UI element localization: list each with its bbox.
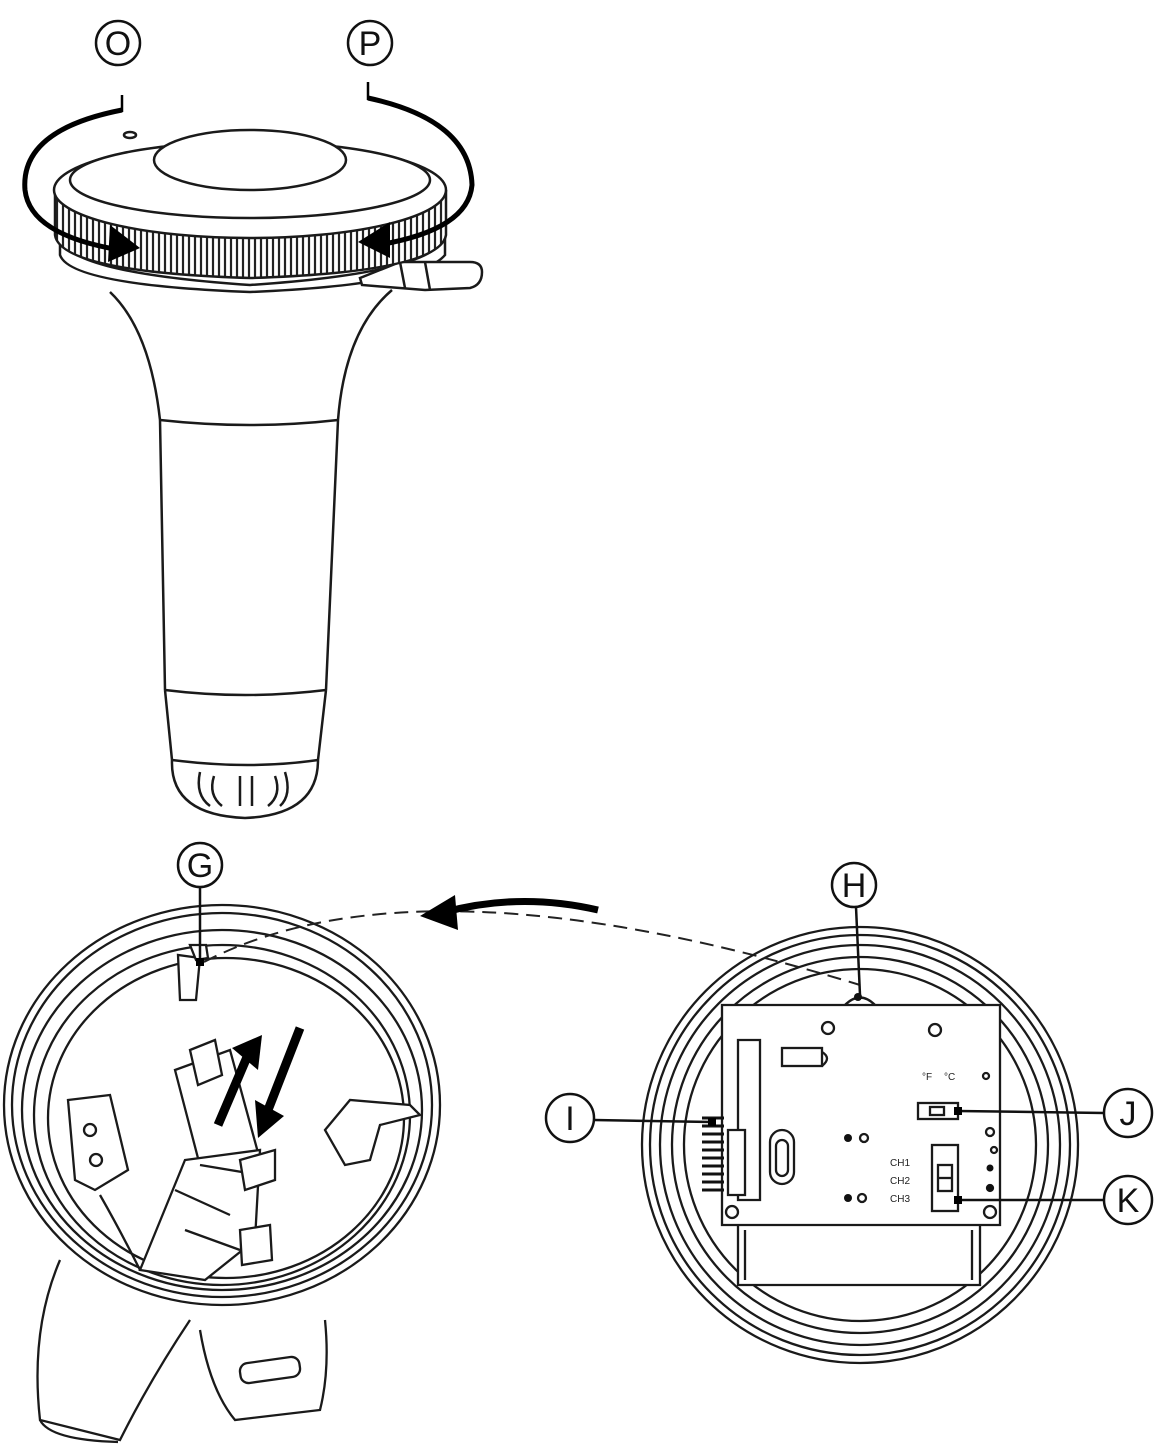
pcb-label-ch1: CH1: [890, 1158, 910, 1169]
callout-g: G: [176, 841, 224, 966]
alignment-dashed-arc: [203, 910, 861, 986]
cap-with-pcb: [640, 925, 1080, 1365]
pcb-label-ch3: CH3: [890, 1194, 910, 1205]
svg-text:I: I: [565, 1100, 574, 1138]
sensor-body: [52, 128, 484, 820]
callout-j: J: [954, 1087, 1154, 1139]
callout-h: H: [830, 861, 878, 996]
rotation-arrow-right: [358, 82, 475, 258]
pcb-dark-pads: [844, 993, 994, 1202]
pcb-markings: CH1 CH2 CH3 °F °C: [890, 1072, 955, 1205]
svg-text:H: H: [842, 867, 867, 905]
svg-text:G: G: [187, 847, 213, 885]
svg-text:O: O: [105, 25, 131, 63]
svg-text:J: J: [1120, 1095, 1137, 1133]
pcb-label-celsius: °C: [944, 1072, 955, 1083]
pcb-label-ch2: CH2: [890, 1176, 910, 1187]
callout-p: P: [346, 19, 394, 67]
callout-i: I: [544, 1092, 716, 1144]
svg-text:K: K: [1117, 1182, 1140, 1220]
callout-o: O: [94, 19, 142, 67]
insert-arrows: [213, 1026, 305, 1138]
open-housing: [2, 903, 442, 1444]
callout-k: K: [954, 1174, 1154, 1226]
svg-text:P: P: [359, 25, 382, 63]
rotation-arrow-left: [22, 95, 140, 262]
spring-contacts: [702, 1116, 724, 1192]
pcb-label-fahrenheit: °F: [922, 1072, 932, 1083]
alignment-arrow: [420, 895, 599, 930]
